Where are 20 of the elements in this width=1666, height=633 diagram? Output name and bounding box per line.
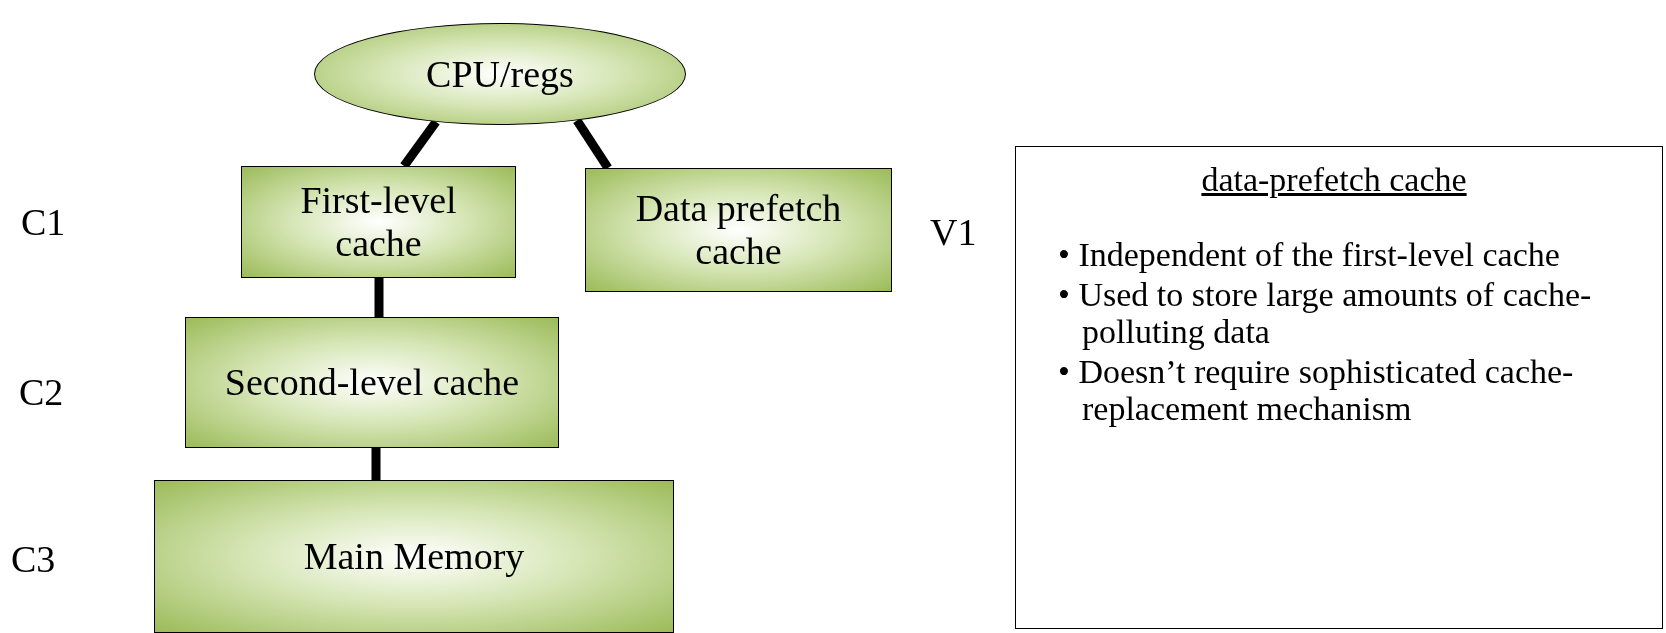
level-label: V1 [930,210,977,254]
level-label: C2 [19,370,64,414]
node-label: Second-level cache [224,361,520,404]
bullet-item: • Doesn’t require sophisticated cache-replacement mechanism [1058,352,1575,428]
cache-box [241,166,516,278]
memory-box [154,480,674,633]
bullet-item: • Independent of the first-level cache [1058,236,1561,274]
level-label: C1 [21,200,66,244]
node-label: Data prefetch cache [634,187,843,273]
connector-line [374,278,384,317]
cache-box [185,317,559,448]
node-label: Main Memory [303,535,525,578]
connector-line [371,448,381,480]
node-label: CPU/regs [426,52,574,96]
bullet-item: • Used to store large amounts of cache-polluting data [1058,275,1593,351]
node-label: First-level cache [299,179,458,265]
note-heading: data-prefetch cache [1200,161,1468,199]
cache-box [585,168,892,292]
level-label: C3 [11,537,56,581]
note-box [1015,146,1663,629]
